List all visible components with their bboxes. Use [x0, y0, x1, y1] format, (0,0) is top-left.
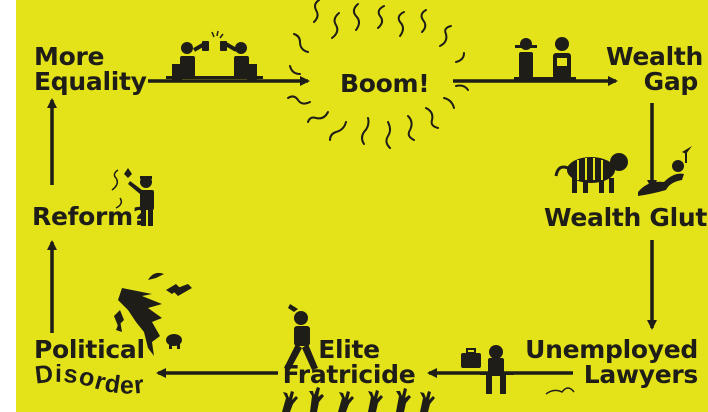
node-wealth-gap: Wealth Gap	[606, 44, 698, 94]
node-label-line: Equality	[34, 69, 147, 94]
node-label-line: Gap	[606, 69, 698, 94]
node-label-line: More	[34, 44, 147, 69]
node-label-line: Reform?	[32, 204, 147, 229]
node-label-line: Unemployed	[524, 337, 698, 362]
political-disorder-wavy-text: Disorder	[34, 364, 146, 400]
node-label-line: Lawyers	[524, 362, 698, 387]
node-label-line: Elite	[274, 337, 424, 362]
node-elite-fratricide: Elite Fratricide	[274, 337, 424, 387]
toasting-people-icon	[166, 31, 263, 80]
node-unemployed-lawyers: Unemployed Lawyers	[524, 337, 698, 387]
node-label-line: Wealth	[606, 44, 698, 69]
node-reform: Reform?	[32, 204, 147, 229]
node-political-disorder: Political Disorder	[34, 337, 145, 362]
node-boom: Boom!	[340, 71, 429, 96]
lounging-rich-person-icon	[638, 146, 692, 196]
raised-hands-crowd-icon	[282, 387, 435, 412]
tiger-icon	[556, 153, 628, 193]
svg-text:Disorder: Disorder	[34, 364, 146, 400]
node-label-line: Wealth Glut	[544, 205, 707, 230]
node-label-line: Boom!	[340, 71, 429, 96]
node-wealth-glut: Wealth Glut	[544, 205, 707, 230]
node-label-line: Fratricide	[274, 362, 424, 387]
rich-and-poor-couple-icon	[514, 37, 576, 80]
node-more-equality: More Equality	[34, 44, 147, 94]
node-label-line: Political	[34, 337, 145, 362]
node-label-line-wavy: Disorder	[34, 364, 184, 404]
cycle-diagram: More Equality Boom! Wealth Gap Wealth Gl…	[16, 0, 708, 412]
